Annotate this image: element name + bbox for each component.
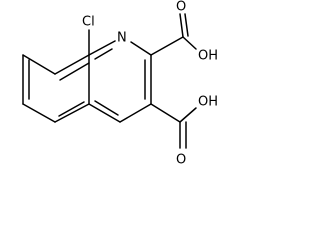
upper-hydroxyl-label: OH <box>198 49 218 64</box>
lower-carboxyl-group <box>150 103 197 149</box>
upper-carbonyl-oxygen-label: O <box>176 0 186 15</box>
lower-carbonyl-oxygen-label: O <box>176 153 186 168</box>
ring-nitrogen-label: N <box>117 31 127 46</box>
lower-hydroxyl-label: OH <box>198 95 218 110</box>
chlorine-label: Cl <box>82 15 95 30</box>
upper-carboxyl-group <box>150 13 197 56</box>
structure-canvas: Cl N O OH OH O <box>22 0 218 168</box>
pyridine-ring <box>88 40 152 123</box>
benzene-ring <box>22 29 90 123</box>
